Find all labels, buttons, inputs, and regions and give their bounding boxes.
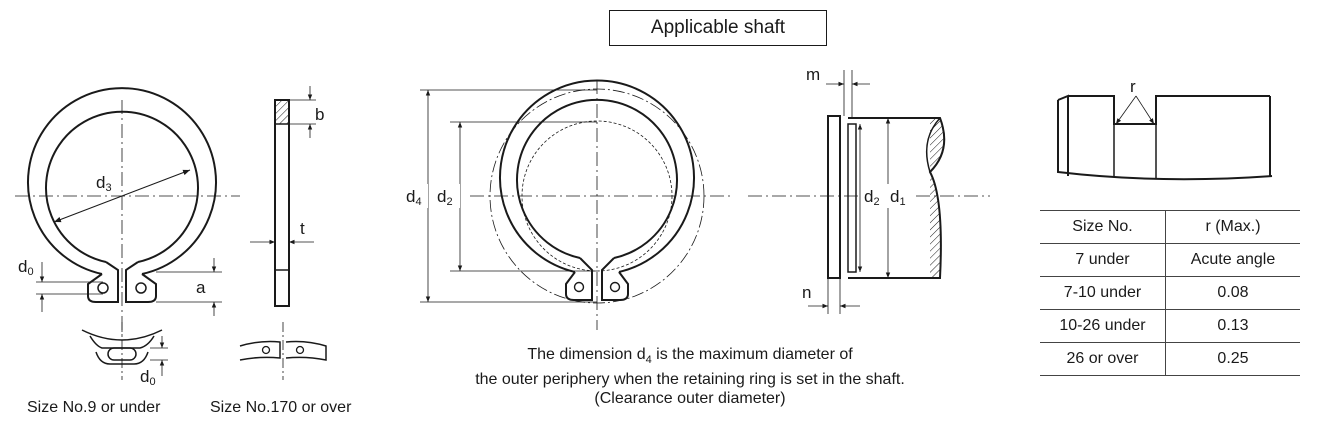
shaft-section-view [748,70,990,314]
table-row: 26 or over 0.25 [1040,342,1300,376]
label-d0: d0 [18,257,34,278]
note-line-3: (Clearance outer diameter) [594,390,786,408]
caption-size-9-or-under: Size No.9 or under [27,399,161,416]
table-header-row: Size No. r (Max.) [1040,210,1300,244]
table-row: 7-10 under 0.08 [1040,276,1300,310]
label-n: n [802,283,811,302]
ring-side-view [250,86,316,307]
cell-r: Acute angle [1190,251,1276,268]
d4-note: The dimension d4 is the maximum diameter… [420,345,960,408]
header-size-no: Size No. [1040,210,1166,244]
label-m: m [806,65,820,84]
caption-size-170-or-over: Size No.170 or over [210,399,352,416]
cell-r: 0.13 [1217,317,1249,334]
label-d3: d3 [96,173,112,194]
title-text: Applicable shaft [650,17,786,38]
label-b: b [315,105,324,124]
cell-size: 7-10 under [1040,276,1166,310]
cell-r: 0.25 [1217,350,1249,367]
ring-set-view [420,79,730,330]
label-d0-detail: d0 [140,367,156,388]
groove-detail-view [1057,94,1273,181]
cell-r: 0.08 [1217,284,1249,301]
label-a: a [196,278,206,297]
detail-large-size [239,322,327,380]
groove-radius-table: Size No. r (Max.) 7 under Acute angle 7-… [1040,210,1300,376]
table-row: 10-26 under 0.13 [1040,309,1300,343]
label-d4: d4 [406,187,422,208]
label-d2-shaft: d2 [864,187,880,208]
label-r: r [1130,77,1136,96]
detail-small-size [81,322,168,380]
label-d2: d2 [437,187,453,208]
cell-size: 10-26 under [1040,309,1166,343]
label-t: t [300,219,305,238]
table-row: 7 under Acute angle [1040,243,1300,277]
note-line-2: the outer periphery when the retaining r… [475,371,905,389]
title-box: Applicable shaft [609,10,827,46]
header-r-max: r (Max.) [1205,218,1261,235]
cell-size: 7 under [1040,243,1166,277]
ring-front-view [15,87,240,335]
label-d1: d1 [890,187,906,208]
note-line-1: The dimension d4 is the maximum diameter… [527,346,853,367]
cell-size: 26 or over [1040,342,1166,376]
